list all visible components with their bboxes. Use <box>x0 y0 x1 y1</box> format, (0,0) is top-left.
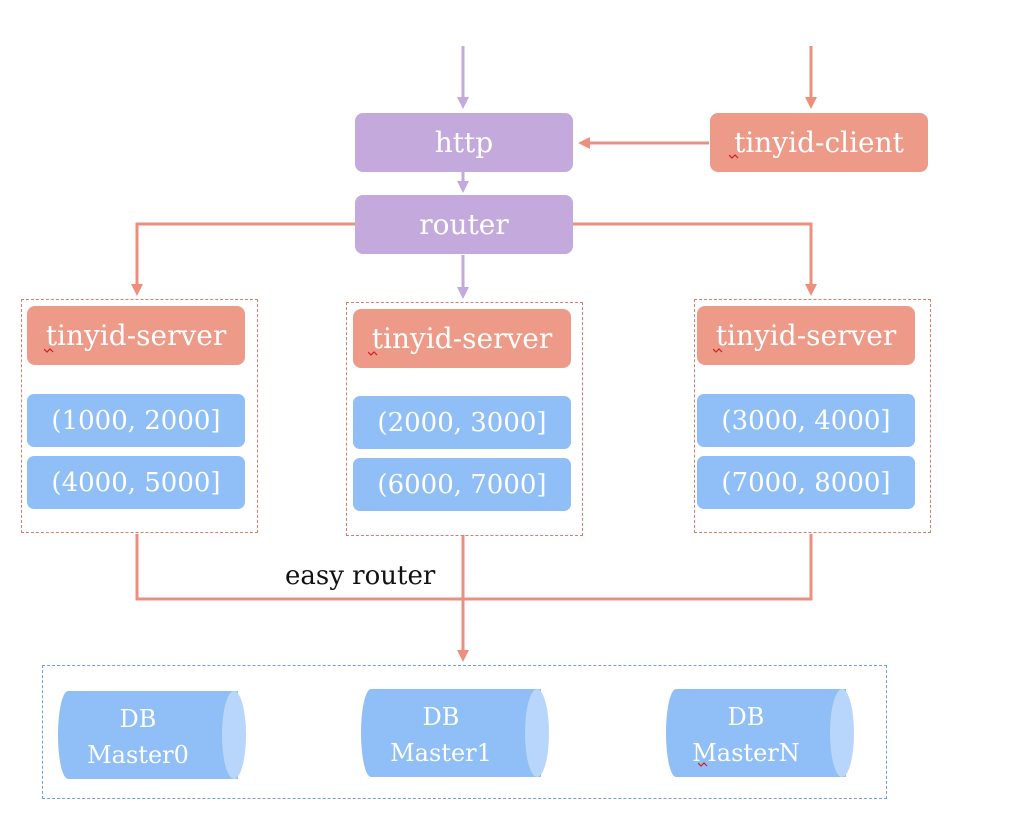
edge-server-1-db <box>135 534 463 601</box>
id-range-label: (4000, 5000] <box>51 467 221 498</box>
tinyid-server-label: tinyid-server <box>715 319 897 352</box>
id-range-label: (3000, 4000] <box>721 405 891 436</box>
db-cluster-group <box>42 665 887 799</box>
http-node: http <box>355 113 573 172</box>
db-label-line1: DB <box>727 703 765 731</box>
db-cylinder-cap <box>830 689 854 777</box>
id-range-label: (7000, 8000] <box>721 467 891 498</box>
tinyid-server-label: tinyid-server <box>371 322 553 355</box>
easy-router-label: easy router <box>285 561 436 591</box>
id-range-segment: (4000, 5000] <box>26 455 246 510</box>
db-label-line1: DB <box>119 705 157 733</box>
db-cylinder-master0: DB Master0 <box>58 691 246 779</box>
id-range-segment: (2000, 3000] <box>352 395 572 450</box>
db-cylinder-master1: DB Master1 <box>361 689 549 777</box>
server-group-3 <box>694 299 931 533</box>
id-range-segment: (6000, 7000] <box>352 457 572 512</box>
edge-server-3-db <box>463 534 813 601</box>
tinyid-server-node-3: tinyid-server <box>697 306 915 365</box>
id-range-segment: (1000, 2000] <box>26 393 246 448</box>
spellcheck-mark-icon <box>44 348 54 353</box>
id-range-segment: (7000, 8000] <box>696 455 916 510</box>
router-node-label: router <box>419 208 509 241</box>
server-group-1 <box>21 299 258 533</box>
id-range-label: (1000, 2000] <box>51 405 221 436</box>
db-cylinder-mastern: DB MasterN <box>666 689 854 777</box>
spellcheck-mark-icon <box>368 351 378 356</box>
id-range-label: (2000, 3000] <box>377 407 547 438</box>
db-cylinder-cap <box>222 691 246 779</box>
server-group-2 <box>346 302 583 536</box>
edge-router-server-3 <box>573 222 817 296</box>
spellcheck-mark-icon <box>713 348 723 353</box>
db-label-line2: Master1 <box>390 739 492 767</box>
edge-router-server-1 <box>131 222 355 296</box>
db-label-line1: DB <box>422 703 460 731</box>
db-label-line2: Master0 <box>87 741 189 769</box>
id-range-label: (6000, 7000] <box>377 469 547 500</box>
http-node-label: http <box>434 126 494 159</box>
tinyid-client-label: tinyid-client <box>734 126 904 159</box>
router-node: router <box>355 195 573 254</box>
db-cylinder-cap <box>525 689 549 777</box>
spellcheck-mark-icon <box>729 154 739 159</box>
tinyid-server-node-2: tinyid-server <box>353 309 571 368</box>
tinyid-server-label: tinyid-server <box>45 319 227 352</box>
id-range-segment: (3000, 4000] <box>696 393 916 448</box>
db-label-line2: MasterN <box>692 739 800 767</box>
tinyid-client-node: tinyid-client <box>710 113 928 172</box>
spellcheck-mark-icon <box>698 762 708 767</box>
tinyid-server-node-1: tinyid-server <box>27 306 245 365</box>
